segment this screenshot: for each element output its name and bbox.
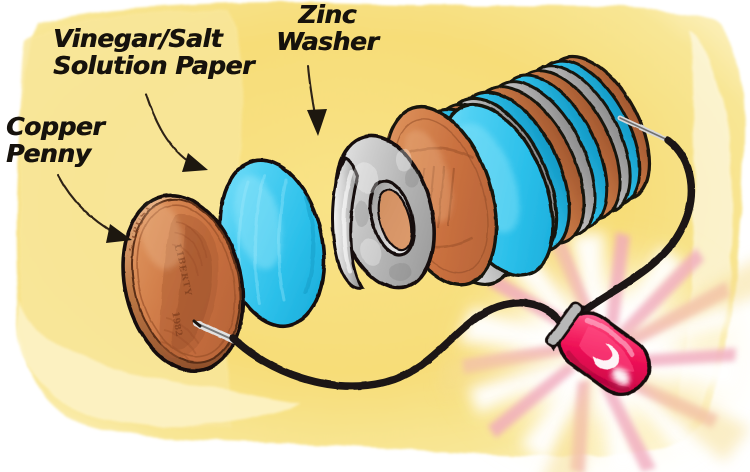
vinegar-salt-paper-disc <box>218 158 326 328</box>
connecting-wire <box>229 136 696 390</box>
voltaic-pile-stack: ONE CENT UNITED STATES <box>366 54 675 287</box>
arrow-vinegar <box>144 92 208 172</box>
copper-penny: LIBERTY IN GOD WE TRUST 1982 <box>112 193 245 373</box>
svg-text:1982: 1982 <box>169 311 183 337</box>
annotation-arrows <box>56 64 327 243</box>
arrow-copper <box>56 173 132 243</box>
zinc-washer <box>331 134 436 290</box>
stack-wire-terminal <box>617 115 675 145</box>
arrow-zinc <box>306 64 327 136</box>
led-lamp <box>545 301 652 396</box>
